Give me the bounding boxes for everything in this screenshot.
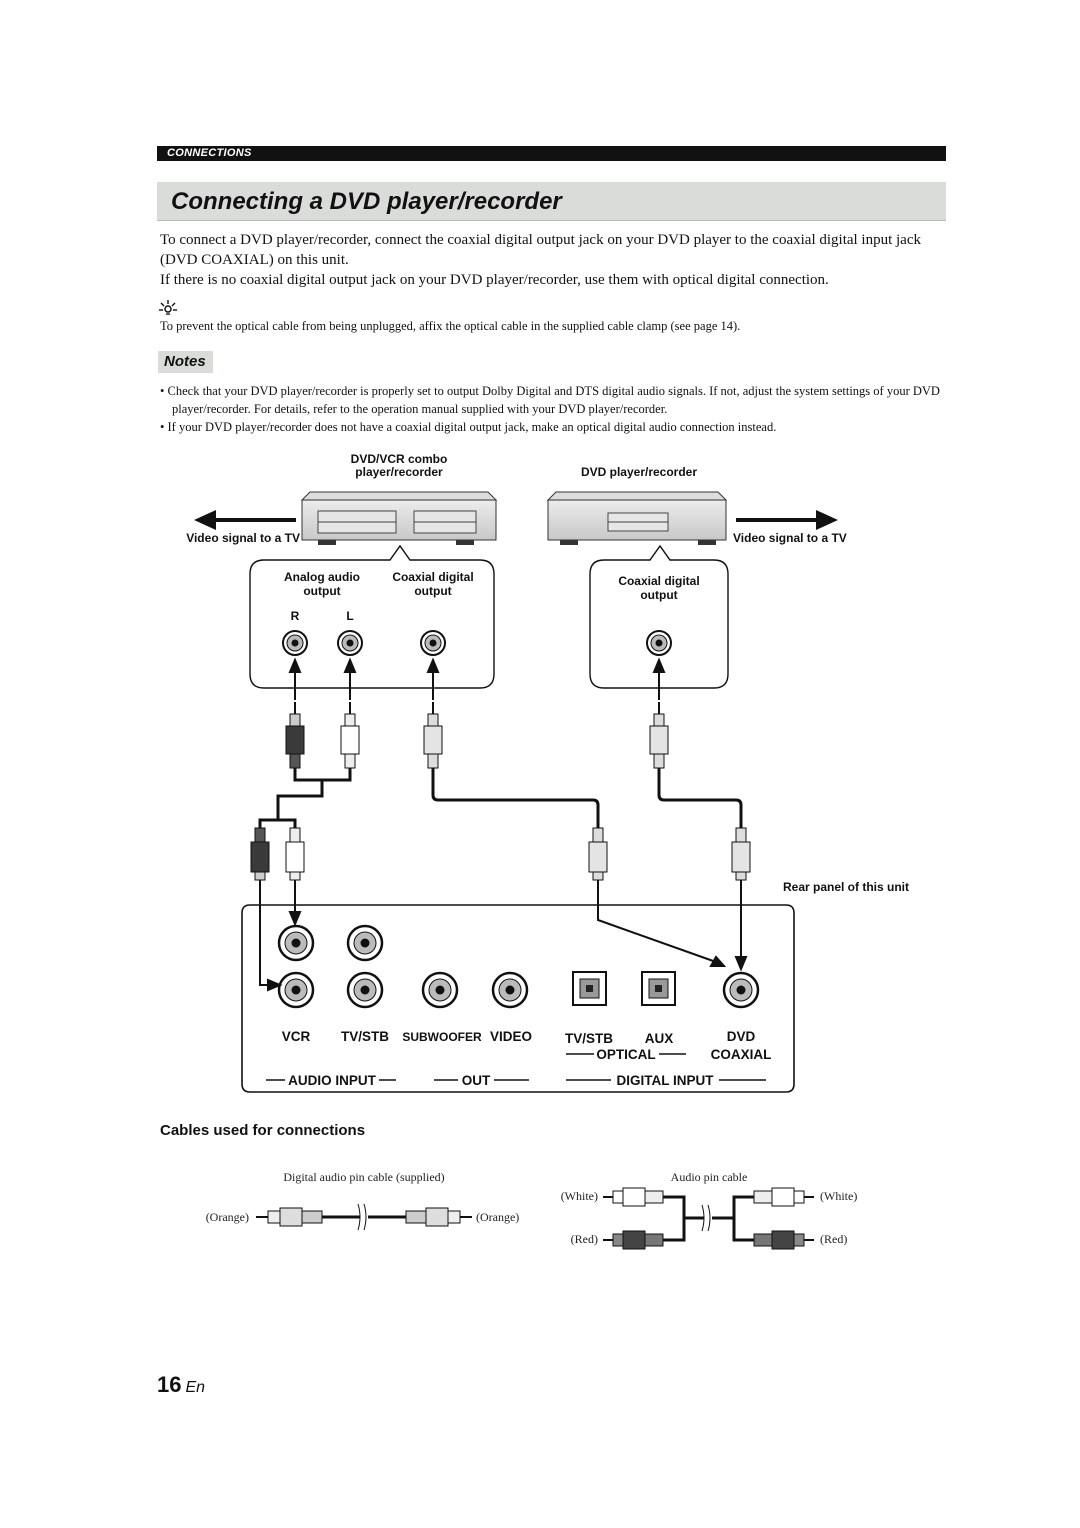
dvd-player-recorder-device <box>546 491 728 545</box>
audio-pin-cable: (White) (Red) (White) (Red) <box>561 1187 857 1250</box>
orange-right-label: (Orange) <box>476 1210 519 1224</box>
video-signal-left-label: Video signal to a TV <box>186 531 300 545</box>
title-bar: Connecting a DVD player/recorder <box>157 182 946 221</box>
panel-optical-tvstb <box>572 971 607 1006</box>
plug-white-upper <box>340 702 360 769</box>
plug-coaxial-left-lower <box>588 827 608 892</box>
panel-label-aux: AUX <box>645 1031 674 1046</box>
panel-jack-vcr-bottom <box>277 971 315 1009</box>
plug-white-lower <box>285 827 305 892</box>
left-device-title-line2: player/recorder <box>355 465 443 479</box>
page-language: En <box>185 1379 206 1396</box>
lightbulb-icon <box>159 300 177 315</box>
channel-l-label: L <box>346 609 353 623</box>
panel-jack-subwoofer <box>421 971 459 1009</box>
panel-label-audio-input: AUDIO INPUT <box>288 1073 377 1088</box>
plug-coaxial-left-upper <box>423 702 443 769</box>
white-left-label: (White) <box>561 1189 598 1203</box>
notes-label-box: Notes <box>158 351 213 373</box>
plug-coaxial-right-upper <box>649 702 669 769</box>
video-arrow-left <box>194 510 296 530</box>
jack-right-coaxial <box>646 630 672 656</box>
right-coaxial-output-line1: Coaxial digital <box>618 574 699 588</box>
rear-panel-label: Rear panel of this unit <box>783 880 909 894</box>
jack-analog-r <box>282 630 308 656</box>
note-item-2: • If your DVD player/recorder does not h… <box>160 420 777 434</box>
red-left-label: (Red) <box>571 1232 598 1246</box>
digital-cable-caption: Digital audio pin cable (supplied) <box>283 1170 444 1184</box>
cable-wires <box>258 768 743 828</box>
page-title: Connecting a DVD player/recorder <box>171 188 562 215</box>
panel-label-optical: OPTICAL <box>596 1047 655 1062</box>
panel-label-coaxial: COAXIAL <box>711 1047 772 1062</box>
right-callout-bubble <box>589 544 729 689</box>
plug-red-upper <box>285 702 305 769</box>
plug-coaxial-right-lower <box>731 827 751 892</box>
jack-left-coaxial <box>420 630 446 656</box>
panel-label-tvstb: TV/STB <box>341 1029 389 1044</box>
panel-label-vcr: VCR <box>282 1029 311 1044</box>
tip-text: To prevent the optical cable from being … <box>160 319 741 333</box>
panel-jack-video <box>491 971 529 1009</box>
right-device-title: DVD player/recorder <box>581 465 697 479</box>
panel-label-digital-input: DIGITAL INPUT <box>617 1073 715 1088</box>
left-coaxial-output-line2: output <box>414 584 451 598</box>
cables-illustration: Digital audio pin cable (supplied) Audio… <box>206 1170 857 1250</box>
panel-jack-tvstb-bottom <box>346 971 384 1009</box>
panel-label-out: OUT <box>462 1073 491 1088</box>
section-label: CONNECTIONS <box>167 147 252 159</box>
audio-cable-caption: Audio pin cable <box>671 1170 748 1184</box>
panel-optical-aux <box>641 971 676 1006</box>
left-callout-bubble <box>249 544 495 689</box>
section-header-bar: CONNECTIONS <box>157 146 946 161</box>
upward-arrows <box>288 657 666 700</box>
left-device-title-line1: DVD/VCR combo <box>351 452 448 466</box>
left-coaxial-output-line1: Coaxial digital <box>392 570 473 584</box>
jack-analog-l <box>337 630 363 656</box>
panel-jack-vcr-top <box>277 924 315 962</box>
note-item-1: • Check that your DVD player/recorder is… <box>160 384 940 416</box>
intro-paragraph-1: To connect a DVD player/recorder, connec… <box>160 232 922 268</box>
video-arrow-right <box>736 510 838 530</box>
red-right-label: (Red) <box>820 1232 847 1246</box>
panel-label-subwoofer: SUBWOOFER <box>402 1030 482 1044</box>
connection-diagram: DVD/VCR combo player/recorder DVD player… <box>186 452 909 1093</box>
intro-paragraph-2: If there is no coaxial digital output ja… <box>160 272 829 288</box>
analog-audio-output-line1: Analog audio <box>284 570 360 584</box>
right-coaxial-output-line2: output <box>640 588 677 602</box>
white-right-label: (White) <box>820 1189 857 1203</box>
plug-red-lower <box>250 827 270 892</box>
analog-audio-output-line2: output <box>303 584 340 598</box>
panel-label-video: VIDEO <box>490 1029 532 1044</box>
notes-label: Notes <box>164 353 206 370</box>
digital-pin-cable: (Orange) (Orange) <box>206 1203 519 1231</box>
panel-jack-dvd-coaxial <box>722 971 760 1009</box>
cables-heading: Cables used for connections <box>160 1122 366 1139</box>
panel-label-optical-tvstb: TV/STB <box>565 1031 613 1046</box>
video-signal-right-label: Video signal to a TV <box>733 531 847 545</box>
orange-left-label: (Orange) <box>206 1210 249 1224</box>
panel-label-dvd: DVD <box>727 1029 756 1044</box>
dvd-vcr-combo-device <box>300 491 498 545</box>
panel-jack-tvstb-top <box>346 924 384 962</box>
channel-r-label: R <box>291 609 300 623</box>
panel-arrows <box>259 892 748 992</box>
